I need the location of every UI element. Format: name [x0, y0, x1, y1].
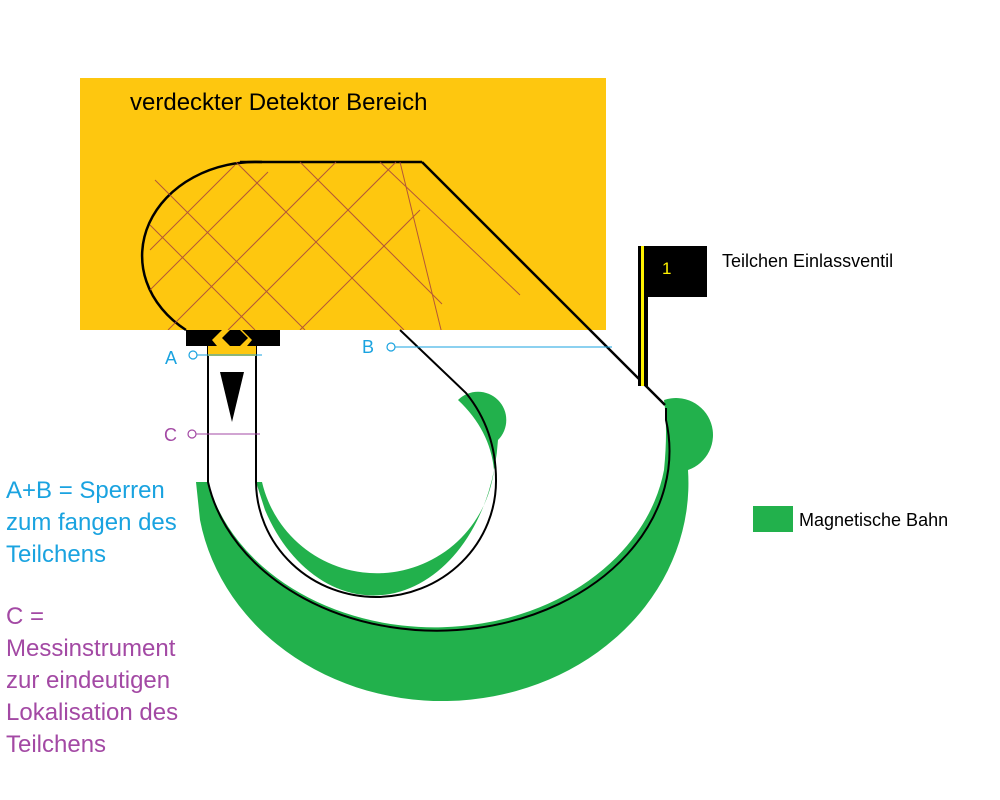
note-c-line: C =: [6, 603, 44, 630]
marker-b: [386, 342, 612, 352]
note-ab: A+B = Sperren zum fangen des Teilchens: [6, 477, 177, 568]
detector-chamber-arc: [140, 160, 263, 332]
marker-a: [188, 350, 262, 360]
note-ab-line: zum fangen des: [6, 509, 177, 536]
particle-pointer: [220, 372, 244, 422]
note-ab-line: A+B = Sperren: [6, 477, 165, 504]
note-ab-line: Teilchens: [6, 541, 106, 568]
particle-track: [207, 160, 671, 632]
marker-b-label: B: [362, 337, 374, 357]
legend-label: Magnetische Bahn: [799, 510, 948, 530]
detector-hatching: [149, 161, 521, 330]
magnetic-path-outer: [196, 398, 713, 702]
magnetic-path-inner: [256, 391, 507, 596]
valve-label: Teilchen Einlassventil: [722, 251, 893, 271]
detector-outlet: [186, 330, 280, 356]
track-inner-wall: [255, 329, 498, 598]
track-outer-wall: [207, 346, 671, 632]
note-c-line: Teilchens: [6, 731, 106, 758]
detector-label: verdeckter Detektor Bereich: [130, 89, 427, 116]
note-c-line: Lokalisation des: [6, 699, 178, 726]
note-c-line: zur eindeutigen: [6, 667, 170, 694]
marker-c-label: C: [164, 425, 177, 445]
marker-a-label: A: [165, 348, 177, 368]
note-c: C = Messinstrument zur eindeutigen Lokal…: [6, 603, 178, 758]
detector-area: [80, 78, 606, 330]
note-c-line: Messinstrument: [6, 635, 176, 662]
valve-number: 1: [662, 259, 671, 278]
marker-c: [187, 429, 260, 439]
legend-swatch: [753, 506, 793, 532]
inlet-valve: 1: [638, 246, 707, 386]
